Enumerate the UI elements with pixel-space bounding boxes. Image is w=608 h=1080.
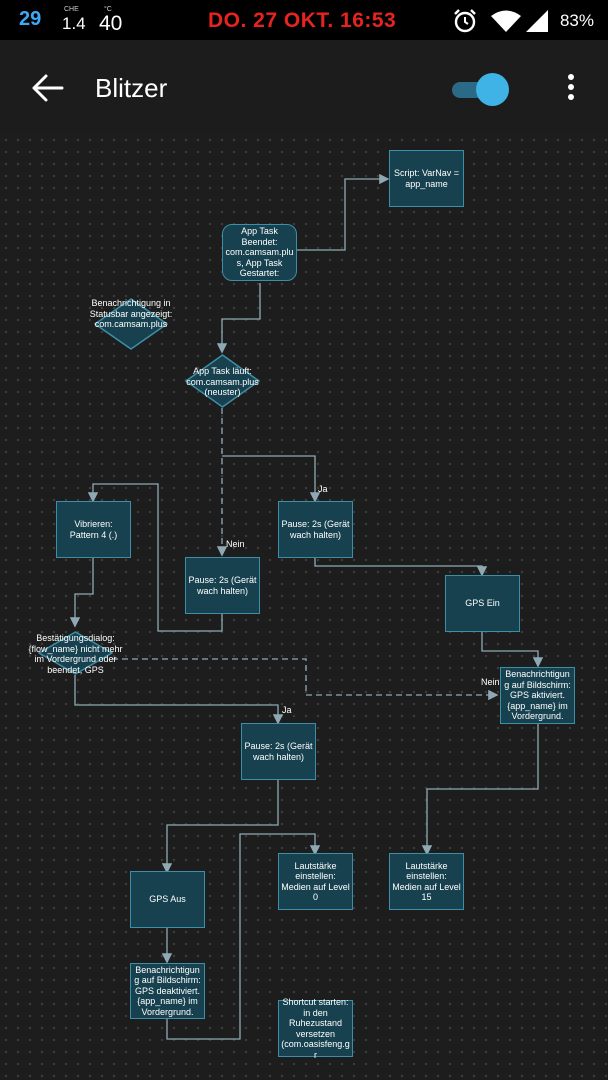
- lautstaerke-15-node[interactable]: Lautstärke einstellen: Medien auf Level …: [389, 853, 464, 910]
- weather-unit: °C: [104, 6, 112, 13]
- script-varnav-node[interactable]: Script: VarNav = app_name: [389, 150, 464, 207]
- app-task-laeuft-label: App Task läuft: com.camsam.plus (neuster…: [186, 366, 259, 397]
- pause-final-node[interactable]: Pause: 2s (Gerät wach halten): [241, 723, 316, 780]
- notif-gps-on-node[interactable]: Benachrichtigung auf Bildschirm: GPS akt…: [500, 667, 575, 724]
- back-arrow-icon[interactable]: [28, 70, 68, 106]
- notif-gps-off-node[interactable]: Benachrichtigung auf Bildschirm: GPS dea…: [130, 963, 205, 1019]
- status-datetime: DO. 27 OKT. 16:53: [208, 9, 397, 32]
- edge-label-ja: Ja: [318, 484, 328, 494]
- gps-aus-node[interactable]: GPS Aus: [130, 871, 205, 928]
- more-options-icon[interactable]: [560, 70, 582, 106]
- weather-widget: CHE 1.4 °C 40: [62, 4, 132, 36]
- decision-diamond-icon: [93, 298, 169, 350]
- app-toolbar: Blitzer: [0, 40, 608, 134]
- alarm-icon: [454, 9, 476, 33]
- gps-ein-node[interactable]: GPS Ein: [445, 575, 520, 632]
- notification-count: 29: [19, 8, 42, 30]
- edge-label-nein: Nein: [226, 539, 245, 549]
- flow-enabled-toggle[interactable]: [452, 72, 512, 106]
- lautstaerke-0-node[interactable]: Lautstärke einstellen: Medien auf Level …: [278, 853, 353, 910]
- cell-signal-icon: [526, 10, 548, 32]
- notif-statusbar-node[interactable]: Benachrichtigung in Statusbar angezeigt:…: [90, 298, 172, 350]
- temperature-value: 40: [99, 12, 123, 35]
- decision-diamond-icon: [37, 631, 114, 675]
- shortcut-node[interactable]: Shortcut starten: in den Ruhezustand ver…: [278, 997, 353, 1060]
- app-task-beendet-node[interactable]: App Task Beendet: com.camsam.plus, App T…: [222, 224, 297, 281]
- app-task-laeuft-node[interactable]: App Task läuft: com.camsam.plus (neuster…: [184, 354, 261, 408]
- flow-canvas[interactable]: Script: VarNav = app_name App Task Beend…: [0, 134, 608, 1080]
- weather-top-label: CHE: [64, 6, 79, 13]
- flow-connections: [69, 173, 544, 1040]
- toggle-thumb: [476, 73, 509, 106]
- pause-ja-node[interactable]: Pause: 2s (Gerät wach halten): [278, 501, 353, 558]
- page-title: Blitzer: [95, 73, 168, 103]
- decision-diamond-icon: [184, 354, 261, 408]
- battery-percentage: 83%: [559, 11, 594, 30]
- status-bar: 29 CHE 1.4 °C 40 DO. 27 OKT. 16:53 83%: [0, 0, 608, 40]
- vibrieren-node[interactable]: Vibrieren: Pattern 4 (.): [56, 501, 131, 558]
- wifi-icon: [491, 10, 521, 32]
- weather-value: 1.4: [62, 14, 86, 33]
- edge-label-ja: Ja: [282, 705, 292, 715]
- bestaetigung-label: Bestätigungsdialog: {flow_name} nicht me…: [28, 633, 123, 675]
- bestaetigung-node[interactable]: Bestätigungsdialog: {flow_name} nicht me…: [28, 631, 123, 675]
- edge-label-nein: Nein: [481, 677, 500, 687]
- pause-nein-node[interactable]: Pause: 2s (Gerät wach halten): [185, 557, 260, 614]
- notif-statusbar-label: Benachrichtigung in Statusbar angezeigt:…: [89, 298, 173, 329]
